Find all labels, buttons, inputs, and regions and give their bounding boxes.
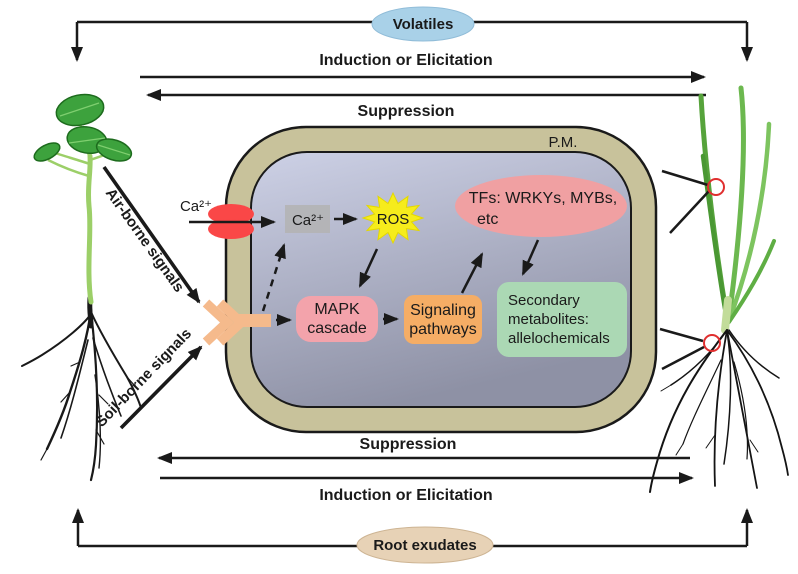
receptor — [202, 299, 271, 346]
receptor-tail — [238, 314, 271, 327]
signaling-box — [404, 295, 482, 344]
root-exudates-label: Root exudates — [373, 537, 476, 554]
left-plant-leaf-veins — [59, 102, 131, 156]
signaling-label-line1: Signaling — [410, 302, 476, 319]
ros-label: ROS — [377, 211, 410, 228]
calcium-channel-bottom — [208, 219, 254, 239]
ca-outside-label: Ca²⁺ — [180, 198, 212, 215]
signaling-to-tfs-arrow — [460, 252, 484, 294]
soilborne-signal: Soil-borne signals — [92, 325, 203, 431]
metabolites-box — [497, 282, 627, 357]
ros-starburst — [361, 191, 425, 245]
root-exudates-ellipse — [356, 526, 494, 564]
mapk-label-line2: cascade — [307, 320, 367, 337]
ca-inside-label: Ca²⁺ — [292, 212, 324, 229]
leaf-zoom-circle — [707, 178, 725, 196]
top-suppression-label: Suppression — [358, 103, 455, 120]
tfs-to-metabolites-arrow — [521, 239, 540, 276]
tfs-label-line1: TFs: WRKYs, MYBs, — [469, 190, 617, 207]
left-plant-roots — [21, 295, 142, 482]
leaf-callout-lines — [661, 169, 710, 234]
soilborne-label: Soil-borne signals — [92, 325, 195, 430]
volatiles-loop: Volatiles — [71, 6, 753, 62]
bottom-suppression-label: Suppression — [360, 436, 457, 453]
root-zoom-callout — [659, 327, 721, 371]
airborne-arrow — [102, 165, 201, 304]
soilborne-arrow — [119, 345, 203, 430]
bottom-exchange-arrows: Suppression Induction or Elicitation — [157, 436, 694, 504]
airborne-label: Air-borne signals — [102, 185, 187, 295]
tfs-label-line2: etc — [477, 211, 498, 228]
root-zoom-circle — [703, 334, 721, 352]
cell: P.M. Ca²⁺ Ca²⁺ ROS MAPK cascade — [180, 125, 658, 434]
calcium-channel — [208, 204, 254, 239]
top-exchange-arrows: Induction or Elicitation Suppression — [140, 52, 706, 120]
left-plant-stem — [85, 153, 94, 305]
volatiles-label: Volatiles — [393, 16, 454, 33]
bottom-induction-label: Induction or Elicitation — [319, 487, 492, 504]
right-plant-roots — [649, 329, 789, 493]
receptor-chevron-outer — [202, 299, 234, 346]
ca-inside-box — [285, 205, 330, 233]
mapk-box — [296, 296, 378, 342]
volatiles-ellipse — [371, 6, 475, 42]
signaling-label-line2: pathways — [409, 321, 477, 338]
top-induction-label: Induction or Elicitation — [319, 52, 492, 69]
tfs-ellipse — [455, 175, 627, 237]
receptor-to-ca-dashed-arrow — [261, 243, 286, 312]
left-plant — [21, 93, 142, 482]
leaf-zoom-callout — [661, 169, 725, 234]
pm-label: P.M. — [549, 134, 578, 151]
metabolites-label-line3: allelochemicals — [508, 330, 610, 347]
root-callout-lines — [659, 327, 705, 371]
calcium-channel-top — [208, 204, 254, 224]
right-plant-base — [721, 296, 732, 334]
left-plant-leaves — [33, 93, 133, 162]
airborne-signal: Air-borne signals — [102, 165, 201, 304]
ros-to-mapk-arrow — [358, 248, 379, 288]
metabolites-label-line2: metabolites: — [508, 311, 589, 328]
metabolites-label-line1: Secondary — [508, 292, 580, 309]
right-plant-blades — [698, 85, 776, 324]
root-exudates-loop: Root exudates — [72, 508, 753, 564]
right-plant — [649, 85, 789, 493]
mapk-label-line1: MAPK — [314, 301, 360, 318]
